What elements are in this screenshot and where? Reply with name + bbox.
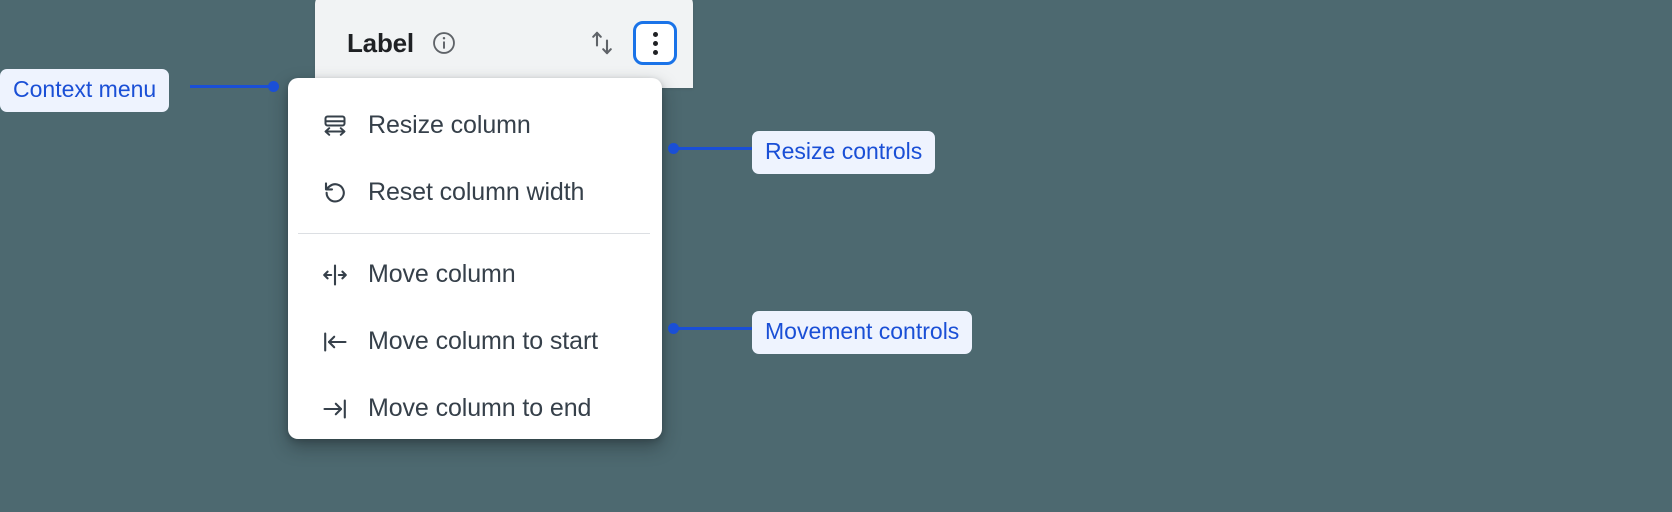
annotation-movement-controls: Movement controls [752,311,973,354]
menu-divider [298,233,650,234]
menu-item-label: Resize column [368,111,531,139]
annotation-leader-line [676,327,756,330]
more-dot [652,40,658,46]
menu-item-move-column[interactable]: Move column [288,241,662,308]
more-options-button[interactable] [633,21,677,65]
menu-item-reset-column-width[interactable]: Reset column width [288,159,662,226]
menu-item-label: Reset column width [368,178,585,206]
more-dot [652,31,658,37]
more-dot [652,49,658,55]
annotation-resize-controls: Resize controls [752,131,936,174]
menu-item-label: Move column to end [368,394,592,422]
annotation-leader-line [676,147,756,150]
menu-item-move-column-to-start[interactable]: Move column to start [288,308,662,375]
move-column-icon [320,260,350,290]
info-circle-icon[interactable] [430,29,458,57]
annotation-anchor-dot [268,81,279,92]
annotation-anchor-dot [668,143,679,154]
resize-column-icon [320,111,350,141]
move-to-end-icon [320,394,350,424]
menu-item-label: Move column to start [368,327,599,355]
context-menu: Resize column Reset column width [288,78,662,439]
move-to-start-icon [320,327,350,357]
annotation-context-menu: Context menu [0,69,170,112]
annotation-leader-line [190,85,274,88]
menu-item-resize-column[interactable]: Resize column [288,92,662,159]
column-header-title: Label [347,28,414,58]
reset-width-icon [320,178,350,208]
column-header-panel: Label [315,0,693,88]
menu-item-label: Move column [368,260,516,288]
annotation-anchor-dot [668,323,679,334]
menu-item-move-column-to-end[interactable]: Move column to end [288,375,662,442]
sort-arrows-icon[interactable] [585,26,619,60]
